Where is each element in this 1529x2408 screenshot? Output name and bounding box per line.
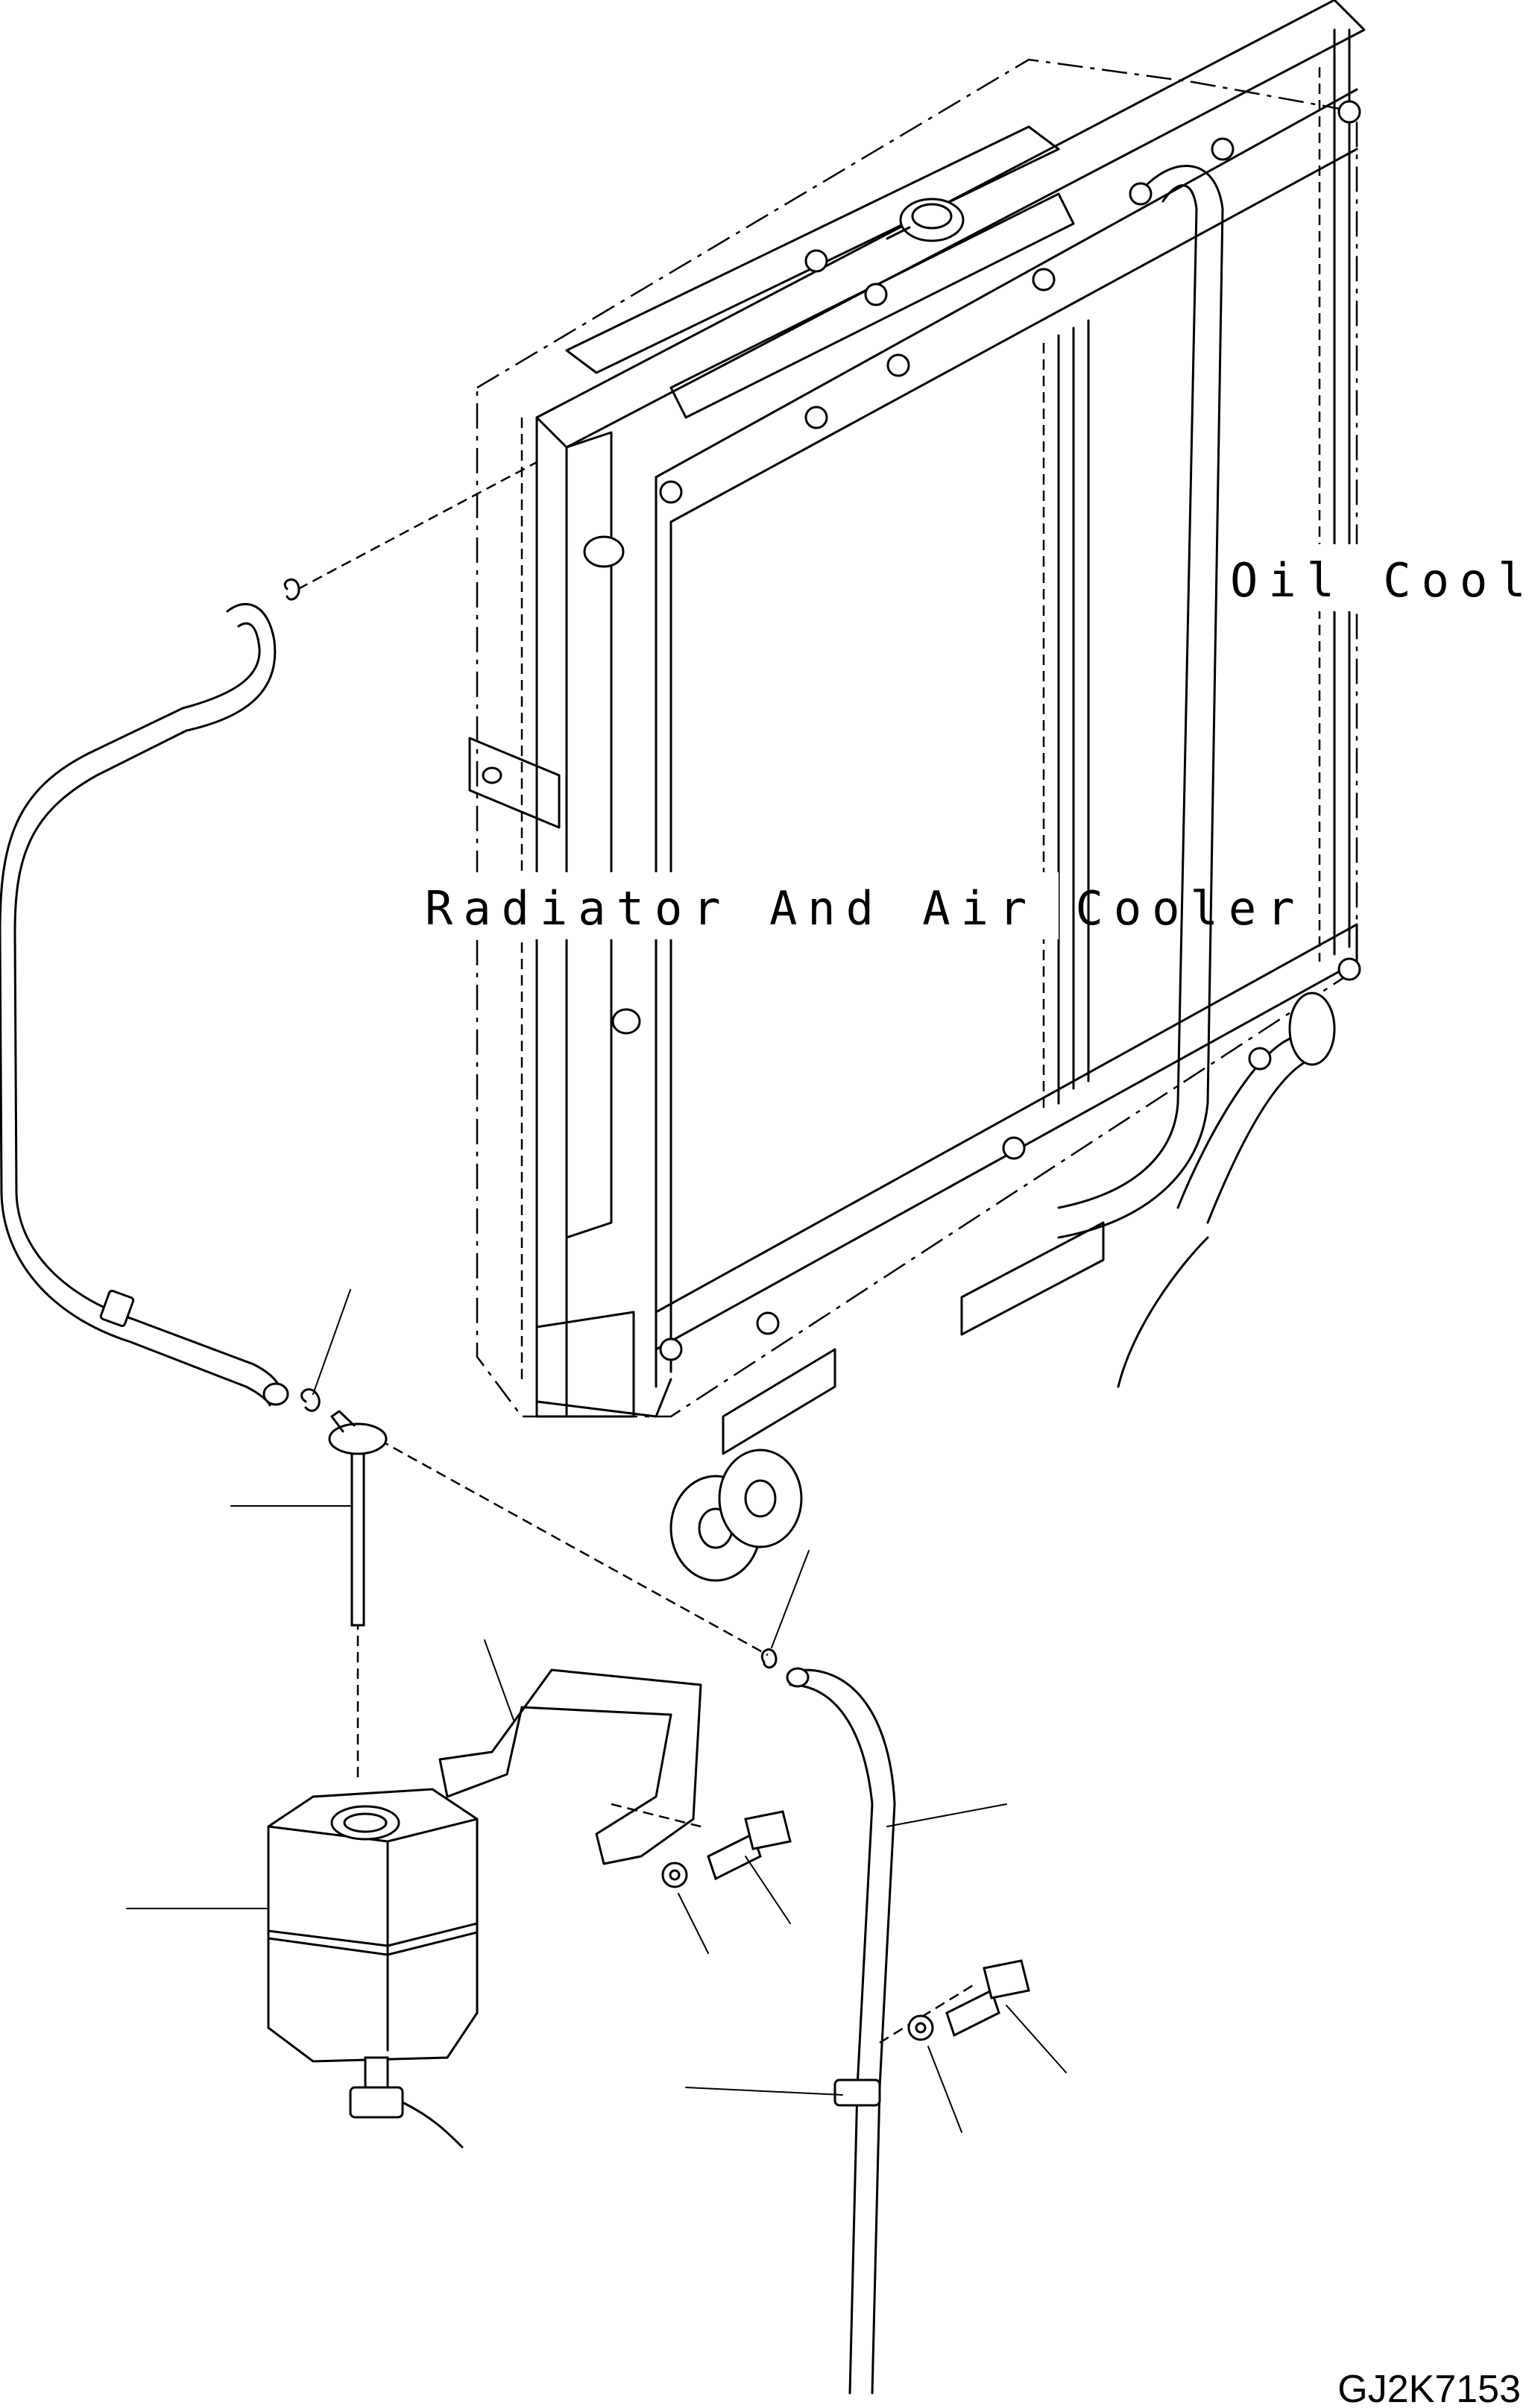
tank-bracket — [438, 1639, 702, 1865]
radiator-assembly — [468, 0, 1366, 1582]
overflow-hose — [0, 578, 300, 1407]
center-line — [350, 1422, 769, 1657]
label-bg — [417, 872, 1059, 939]
bolt-heads — [659, 100, 1361, 1361]
center-line — [879, 1982, 977, 2044]
center-line — [297, 461, 537, 590]
sub-tank — [126, 1788, 479, 2149]
label-bg — [1223, 544, 1506, 611]
radiator-label: Radiator And Air Cooler — [425, 881, 1305, 936]
hardware — [661, 1810, 1067, 2133]
drawing-code: GJ2K7153 — [1337, 2368, 1521, 2408]
lower-hose — [685, 1550, 1007, 2395]
level-gauge — [230, 1289, 388, 1627]
oil-cooler-label: Oil Cooler — [1230, 553, 1529, 608]
